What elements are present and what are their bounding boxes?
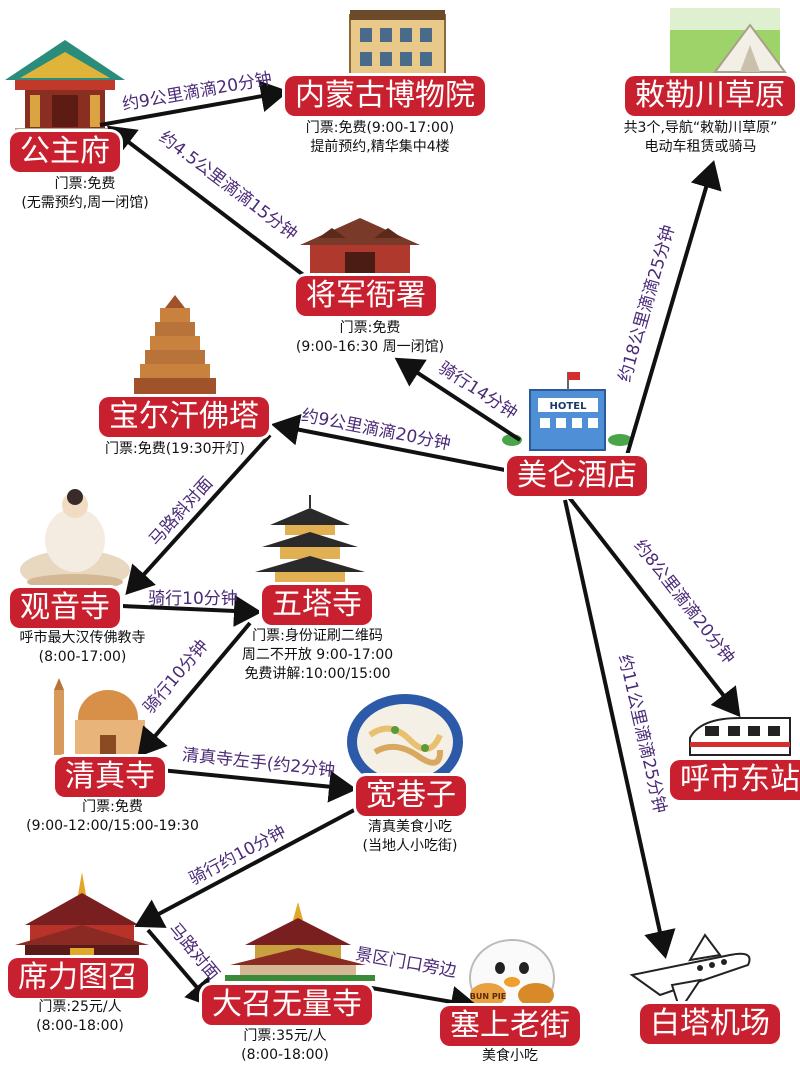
arrow-jiangjun-gongzhufu: [106, 125, 312, 282]
gongzhufu-palace-icon: [5, 40, 125, 134]
place-label-kuanxiang: 宽巷子: [356, 776, 466, 816]
gongzhufu-info-line: (无需预约,周一闭馆): [21, 195, 149, 211]
wuta-info-line: 免费讲解:10:00/15:00: [244, 666, 391, 682]
dazhao-info-line: (8:00-18:00): [241, 1047, 329, 1063]
route-text-hotel-airport: 约11公里滴滴25分钟: [614, 653, 670, 816]
museum-info: 门票:免费(9:00-17:00) 提前预约,精华集中4楼: [290, 119, 470, 157]
grassland-info-line: 共3个,导航“敕勒川草原”: [623, 120, 778, 136]
xili-temple-icon: [15, 872, 149, 965]
arrow-hotel-dongzhan: [563, 490, 741, 718]
place-label-jiangjun: 将军衙署: [296, 276, 436, 316]
wuta-info-line: 门票:身份证刷二维码: [252, 628, 383, 644]
arrow-guanyin-wuta: [121, 594, 262, 627]
arrow-baoerhan-guanyin: [125, 433, 272, 595]
wuta-pagoda-icon: [255, 495, 365, 584]
arrow-qingzhen-kuanxiang: [139, 766, 357, 803]
place-label-hotel: 美仑酒店: [507, 456, 647, 496]
arrow-hotel-airport: [563, 499, 676, 959]
place-label-museum: 内蒙古博物院: [285, 76, 485, 116]
place-label-grassland: 敕勒川草原: [625, 76, 795, 116]
place-label-wuta: 五塔寺: [262, 585, 372, 625]
route-text-guanyin-wuta: 骑行10分钟: [148, 589, 238, 609]
qingzhen-info-line: 门票:免费: [82, 799, 143, 815]
qingzhen-info-line: (9:00-12:00/15:00-19:30: [26, 818, 199, 834]
gongzhufu-info-line: 门票:免费: [54, 176, 116, 192]
hotel-sign-text: HOTEL: [550, 401, 588, 412]
kuanxiang-info-line: 清真美食小吃: [368, 819, 452, 835]
saishang-info-line: 美食小吃: [482, 1048, 538, 1064]
jiangjun-info-line: (9:00-16:30 周一闭馆): [295, 339, 445, 355]
route-text-jiangjun-gongzhufu: 约4.5公里滴滴15分钟: [155, 128, 301, 245]
hotel-building-icon: HOTEL: [502, 372, 632, 451]
guanyin-info-line: 呼市最大汉传佛教寺: [19, 630, 146, 646]
place-label-dazhao: 大召无量寺: [202, 985, 372, 1025]
dazhao-info-line: 门票:35元/人: [243, 1028, 327, 1044]
route-arrows: [99, 80, 741, 1018]
xili-info: 门票:25元/人 (8:00-18:00): [10, 998, 150, 1036]
dazhao-temple-icon: [225, 902, 375, 981]
xili-info-line: (8:00-18:00): [36, 1018, 124, 1034]
gongzhufu-info: 门票:免费 (无需预约,周一闭馆): [0, 175, 170, 213]
place-label-airport: 白塔机场: [640, 1004, 780, 1044]
route-text-hotel-dongzhan: 约8公里滴滴20分钟: [629, 536, 738, 668]
place-label-qingzhen: 清真寺: [55, 757, 165, 797]
route-text-hotel-baoerhan: 约9公里滴滴20分钟: [300, 406, 452, 455]
kuanxiang-info: 清真美食小吃 (当地人小吃街): [340, 818, 480, 856]
airport-plane-icon: [629, 933, 751, 1013]
arrow-dazhao-saishang: [359, 984, 479, 1018]
arrow-hotel-jiangjun: [394, 357, 522, 442]
kuanxiang-info-line: (当地人小吃街): [362, 838, 458, 854]
guanyin-info: 呼市最大汉传佛教寺 (8:00-17:00): [0, 629, 165, 667]
museum-building-icon: [349, 10, 446, 86]
baoerhan-pagoda-icon: [134, 295, 216, 396]
route-text-xili-dazhao: 马路对面: [164, 919, 223, 984]
saishang-info: 美食小吃: [455, 1047, 565, 1066]
arrow-hotel-baoerhan: [271, 413, 506, 472]
grassland-info-line: 电动车租赁或骑马: [644, 139, 757, 155]
jiangjun-gate-icon: [300, 218, 420, 280]
route-text-baoerhan-guanyin: 马路斜对面: [145, 473, 217, 550]
bun-sign-text: BUN PIE: [470, 992, 506, 1001]
place-label-dongzhan: 呼市东站: [670, 760, 800, 800]
saishang-bun-icon: BUN PIE: [469, 939, 555, 1017]
place-label-guanyin: 观音寺: [10, 588, 120, 628]
baoerhan-info-line: 门票:免费(19:30开灯): [105, 441, 245, 457]
qingzhen-mosque-icon: [54, 678, 145, 758]
guanyin-statue-icon: [20, 489, 130, 590]
arrow-wuta-qingzhen: [137, 621, 252, 758]
jiangjun-info: 门票:免费 (9:00-16:30 周一闭馆): [270, 319, 470, 357]
place-label-xili: 席力图召: [8, 958, 148, 998]
wuta-info: 门票:身份证刷二维码 周二不开放 9:00-17:00 免费讲解:10:00/1…: [220, 627, 415, 684]
arrow-xili-dazhao: [146, 928, 215, 1009]
place-label-gongzhufu: 公主府: [10, 132, 120, 172]
arrow-gongzhufu-museum: [99, 80, 289, 127]
wuta-info-line: 周二不开放 9:00-17:00: [241, 647, 394, 663]
arrow-kuanxiang-xili: [134, 806, 359, 928]
grassland-info: 共3个,导航“敕勒川草原” 电动车租赁或骑马: [603, 119, 798, 157]
grassland-tent-icon: [670, 8, 787, 78]
museum-info-line: 提前预约,精华集中4楼: [310, 139, 450, 155]
kuanxiang-food-icon: [347, 694, 463, 790]
jiangjun-info-line: 门票:免费: [339, 320, 401, 336]
guanyin-info-line: (8:00-17:00): [38, 649, 127, 665]
place-label-saishang: 塞上老街: [440, 1006, 580, 1046]
place-label-baoerhan: 宝尔汗佛塔: [99, 397, 269, 437]
route-text-hotel-grassland: 约18公里滴滴25分钟: [615, 223, 679, 384]
museum-info-line: 门票:免费(9:00-17:00): [305, 120, 455, 136]
dongzhan-train-icon: [689, 717, 791, 756]
xili-info-line: 门票:25元/人: [38, 999, 122, 1015]
arrow-hotel-grassland: [623, 160, 722, 463]
qingzhen-info: 门票:免费 (9:00-12:00/15:00-19:30: [5, 798, 220, 836]
baoerhan-info: 门票:免费(19:30开灯): [75, 440, 275, 459]
dazhao-info: 门票:35元/人 (8:00-18:00): [220, 1027, 350, 1065]
